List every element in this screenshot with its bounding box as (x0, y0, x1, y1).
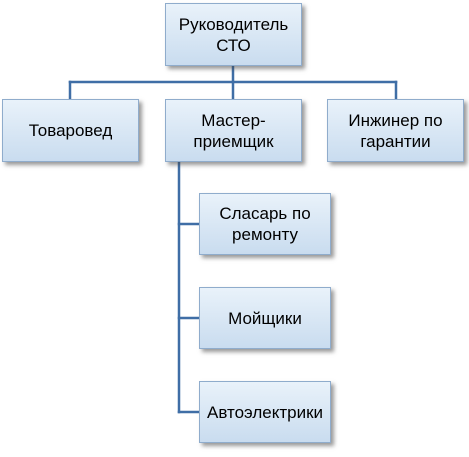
node-station-head: Руководитель СТО (165, 3, 302, 66)
node-auto-electricians-label: Автоэлектрики (206, 402, 324, 422)
node-station-head-label: Руководитель СТО (178, 14, 289, 55)
node-repair-mechanic: Сласарь по ремонту (199, 193, 331, 255)
node-service-receiver: Мастер-приемщик (165, 99, 302, 162)
node-auto-electricians: Автоэлектрики (199, 381, 331, 443)
node-warranty-engineer-label: Инжинер по гарантии (348, 110, 443, 151)
node-warranty-engineer: Инжинер по гарантии (327, 99, 464, 162)
node-service-receiver-label: Мастер-приемщик (193, 110, 274, 151)
node-washers-label: Мойщики (228, 308, 302, 328)
node-washers: Мойщики (199, 287, 331, 349)
node-merchandiser: Товаровед (2, 99, 139, 162)
node-repair-mechanic-label: Сласарь по ремонту (219, 204, 311, 244)
node-merchandiser-label: Товаровед (28, 121, 113, 140)
